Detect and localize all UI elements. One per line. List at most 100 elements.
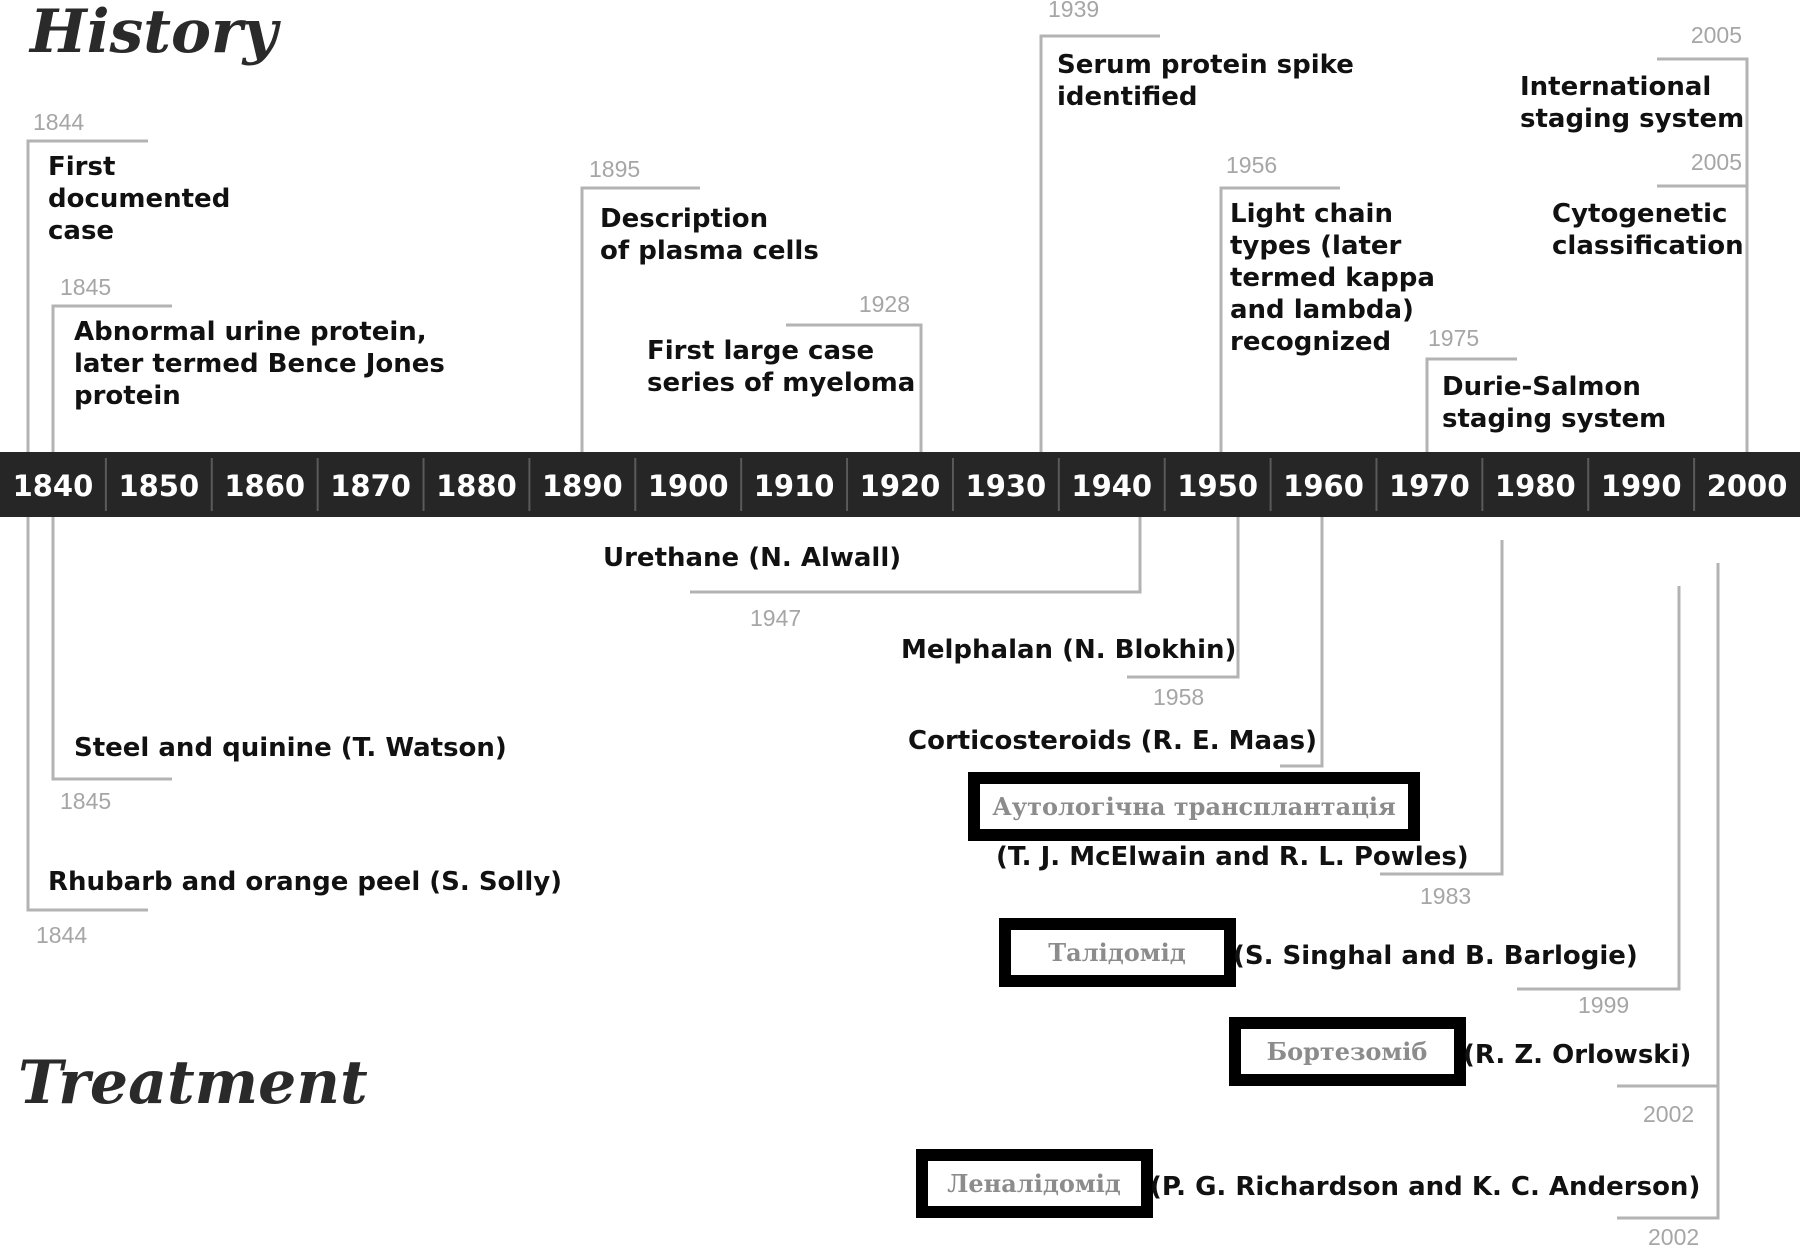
event-year: 2005 — [1691, 149, 1742, 175]
event-year: 1956 — [1226, 152, 1277, 178]
event-year: 1983 — [1420, 883, 1471, 909]
decade-label: 1910 — [754, 469, 835, 503]
event-year: 1928 — [859, 291, 910, 317]
decade-label: 1880 — [436, 469, 517, 503]
leader-line — [26, 517, 148, 912]
drug-name: Леналідомід — [947, 1169, 1121, 1198]
treatment-event-1962: Corticosteroids (R. E. Maas) — [908, 517, 1324, 768]
event-text: (T. J. McElwain and R. L. Powles) — [996, 842, 1469, 872]
decade-label: 1940 — [1071, 469, 1152, 503]
history-event-1895: 1895 Description of plasma cells — [580, 156, 819, 452]
history-event-2005-cytogenetic: 2005 Cytogenetic classification — [1552, 149, 1747, 261]
event-year: 1845 — [60, 788, 111, 814]
drug-name: Талідомід — [1048, 938, 1185, 967]
leader-line — [1657, 57, 1749, 452]
history-event-2005-iss: 2005 International staging system — [1520, 22, 1749, 452]
event-line: Durie-Salmon — [1442, 372, 1641, 402]
leader-line — [1039, 34, 1160, 452]
event-year: 1939 — [1048, 0, 1099, 22]
treatment-event-2002-lenalidomide: Леналідомід (P. G. Richardson and K. C. … — [916, 1086, 1720, 1247]
event-line: termed kappa — [1230, 263, 1435, 293]
leader-line — [580, 186, 700, 452]
event-year: 1895 — [589, 156, 640, 182]
treatment-event-1845: Steel and quinine (T. Watson) 1845 — [51, 517, 507, 814]
treatment-event-1983: Аутологічна трансплантація (T. J. McElwa… — [968, 540, 1504, 909]
event-line: documented — [48, 184, 230, 214]
history-event-1844: 1844 First documented case — [26, 109, 230, 452]
history-event-1928: 1928 First large case series of myeloma — [647, 291, 923, 452]
decade-label: 1870 — [330, 469, 411, 503]
decade-label: 1970 — [1389, 469, 1470, 503]
treatment-title: Treatment — [18, 1048, 368, 1118]
event-line: later termed Bence Jones — [74, 349, 445, 379]
treatment-event-1947: Urethane (N. Alwall) 1947 — [603, 517, 1142, 631]
leader-line — [1517, 586, 1681, 991]
leader-line — [1127, 517, 1240, 679]
event-year: 1844 — [36, 922, 87, 948]
decade-label: 1960 — [1283, 469, 1364, 503]
timeline-bar — [0, 452, 1800, 517]
event-line: International — [1520, 72, 1711, 102]
history-event-1956: 1956 Light chain types (later termed kap… — [1219, 152, 1435, 452]
event-line: types (later — [1230, 231, 1402, 261]
leader-line — [51, 304, 172, 452]
leader-line — [1617, 563, 1720, 1088]
leader-line — [26, 139, 148, 452]
event-line: First — [48, 152, 115, 182]
event-line: staging system — [1442, 404, 1666, 434]
event-line: series of myeloma — [647, 368, 915, 398]
drug-box — [1229, 1017, 1466, 1086]
treatment-event-2002-bortezomib: Бортезоміб (R. Z. Orlowski) 2002 — [1229, 563, 1720, 1127]
treatment-event-1999: Талідомід (S. Singhal and B. Barlogie) 1… — [999, 586, 1681, 1018]
event-line: Abnormal urine protein, — [74, 317, 427, 347]
decade-label: 1950 — [1177, 469, 1258, 503]
event-text: Steel and quinine (T. Watson) — [74, 733, 507, 763]
drug-box — [999, 918, 1236, 987]
event-line: identified — [1057, 82, 1198, 112]
event-line: recognized — [1230, 327, 1391, 357]
leader-line — [1280, 517, 1324, 768]
decade-label: 1850 — [118, 469, 199, 503]
leader-line — [51, 517, 172, 781]
leader-line — [1219, 186, 1340, 452]
event-year: 1958 — [1153, 684, 1204, 710]
leader-line — [786, 323, 923, 452]
decade-label: 1900 — [648, 469, 729, 503]
event-line: of plasma cells — [600, 236, 819, 266]
drug-name: Аутологічна трансплантація — [992, 792, 1396, 821]
event-text: (P. G. Richardson and K. C. Anderson) — [1150, 1172, 1700, 1202]
history-title: History — [28, 0, 282, 67]
event-year: 1844 — [33, 109, 84, 135]
event-year: 1947 — [750, 605, 801, 631]
decade-label: 1920 — [860, 469, 941, 503]
drug-box — [916, 1149, 1153, 1218]
event-line: protein — [74, 381, 181, 411]
decade-label: 2000 — [1707, 469, 1788, 503]
history-event-1845: 1845 Abnormal urine protein, later terme… — [51, 274, 445, 452]
leader-line — [1617, 1086, 1720, 1220]
decade-label: 1930 — [966, 469, 1047, 503]
drug-box — [968, 772, 1420, 841]
event-line: Light chain — [1230, 199, 1393, 229]
event-text: (S. Singhal and B. Barlogie) — [1233, 941, 1638, 971]
decade-label: 1890 — [542, 469, 623, 503]
event-year: 1999 — [1578, 992, 1629, 1018]
decade-label: 1980 — [1495, 469, 1576, 503]
event-year: 2002 — [1648, 1224, 1699, 1247]
history-event-1975: 1975 Durie-Salmon staging system — [1425, 325, 1666, 452]
drug-name: Бортезоміб — [1267, 1037, 1428, 1066]
history-event-1939: 1939 Serum protein spike identified — [1039, 0, 1354, 452]
event-year: 1845 — [60, 274, 111, 300]
event-year: 2005 — [1691, 22, 1742, 48]
event-line: Serum protein spike — [1057, 50, 1354, 80]
leader-line — [1425, 357, 1517, 452]
event-line: Description — [600, 204, 768, 234]
event-line: and lambda) — [1230, 295, 1414, 325]
leader-line — [1380, 540, 1504, 876]
event-line: staging system — [1520, 104, 1744, 134]
event-text: Melphalan (N. Blokhin) — [901, 635, 1236, 665]
event-text: (R. Z. Orlowski) — [1463, 1040, 1691, 1070]
event-text: Urethane (N. Alwall) — [603, 543, 901, 573]
